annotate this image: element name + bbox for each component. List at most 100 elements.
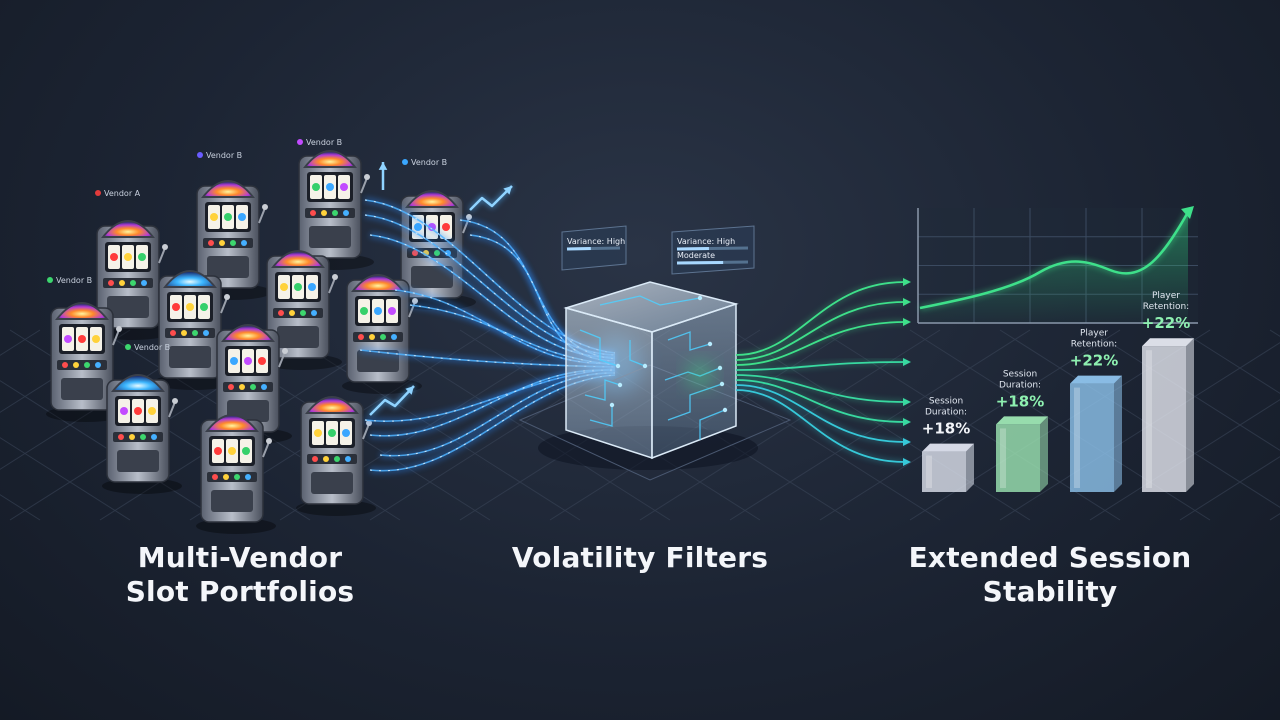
bar-front-face: [1070, 383, 1114, 492]
button-panel: [113, 432, 163, 442]
output-flow-glow: [735, 280, 906, 357]
circuit-trace: [589, 405, 613, 427]
machine-button: [241, 240, 247, 246]
trend-arrow-vertical-head: [378, 162, 388, 170]
machine-topper-light: [355, 276, 401, 290]
circuit-trace: [579, 329, 619, 367]
machine-button: [230, 240, 236, 246]
panel-label: Variance: High: [567, 237, 625, 246]
caption-middle: Volatility Filters: [511, 541, 769, 574]
output-flow-line: [735, 361, 906, 371]
trend-arrow-up-head: [405, 386, 414, 395]
volatility-filter-cube: [518, 281, 792, 481]
machine-button: [62, 362, 68, 368]
circuit-trace: [629, 340, 646, 367]
reel-symbol: [314, 429, 322, 437]
machine-button: [203, 330, 209, 336]
button-panel: [165, 328, 215, 338]
button-panel: [103, 278, 153, 288]
lever-knob: [262, 204, 268, 210]
vendor-dot: [47, 277, 53, 283]
bar-value-label: +22%: [1070, 352, 1118, 370]
machine-button: [334, 456, 340, 462]
reel-symbol: [242, 447, 250, 455]
machine-topper-light: [205, 182, 251, 196]
vendor-label: Vendor B: [134, 343, 170, 352]
machine-button: [323, 456, 329, 462]
bar-front-face: [1142, 346, 1186, 492]
machine-lever: [328, 277, 336, 294]
caption-right-line-2: Stability: [982, 575, 1118, 608]
bar-side-face: [1114, 375, 1122, 492]
reel-symbol: [64, 335, 72, 343]
panel-label: Moderate: [677, 251, 715, 260]
machine-topper-light: [209, 416, 255, 430]
circuit-trace: [667, 383, 723, 421]
reel-symbol: [442, 223, 450, 231]
machine-button: [118, 434, 124, 440]
flow-particles: [359, 349, 616, 368]
machine-topper-light: [59, 304, 105, 318]
vendor-label: Vendor B: [206, 151, 242, 160]
output-flow-arrowhead: [903, 358, 911, 366]
output-flow-arrowhead: [903, 318, 911, 326]
reel-symbol: [138, 253, 146, 261]
vendor-dot: [125, 344, 131, 350]
machine-button: [228, 384, 234, 390]
lever-knob: [116, 326, 122, 332]
grid-line: [0, 380, 221, 521]
grid-line: [1179, 456, 1280, 521]
reel-symbol: [280, 283, 288, 291]
machine-button: [219, 240, 225, 246]
slot-machine: [196, 414, 276, 534]
machine-button: [234, 474, 240, 480]
grid-line: [1269, 329, 1280, 337]
machine-button: [300, 310, 306, 316]
lower-panel: [309, 226, 351, 248]
machine-button: [261, 384, 267, 390]
grid-line: [1269, 513, 1280, 521]
reel-symbol: [414, 223, 422, 231]
vendor-label: Vendor B: [411, 158, 447, 167]
button-panel: [203, 238, 253, 248]
machine-button: [151, 434, 157, 440]
slot-machine-cluster: [46, 150, 476, 534]
machine-lever: [168, 401, 176, 418]
reel-symbol: [342, 429, 350, 437]
output-flow-arrowhead: [903, 438, 911, 446]
output-flow-arrowhead: [903, 398, 911, 406]
reel-symbol: [374, 307, 382, 315]
machine-button: [312, 456, 318, 462]
reel-symbol: [186, 303, 194, 311]
bar-value-label: +18%: [922, 420, 970, 438]
vendor-label: Vendor B: [56, 276, 92, 285]
bar-top-face: [996, 416, 1048, 425]
bar-metric-label: Session: [1003, 369, 1037, 379]
bar-metric-label: Player: [1152, 291, 1180, 301]
bar-value-label: +18%: [996, 392, 1044, 410]
machine-button: [129, 434, 135, 440]
lower-panel: [211, 490, 253, 512]
machine-button: [140, 434, 146, 440]
machine-button: [380, 334, 386, 340]
machine-lever: [278, 351, 286, 368]
panel-slider-fill: [676, 247, 709, 251]
slot-machine: [46, 302, 126, 422]
lower-panel: [411, 266, 453, 288]
reel-symbol: [124, 253, 132, 261]
reel-symbol: [172, 303, 180, 311]
panel-slider-fill: [566, 247, 591, 251]
output-flow-line: [735, 321, 906, 366]
reel-symbol: [200, 303, 208, 311]
machine-lever: [262, 441, 270, 458]
chart-trend-arrowhead: [1181, 206, 1194, 219]
bar-front-face: [922, 451, 966, 492]
grid-line: [369, 329, 671, 521]
output-flow-arrowhead: [903, 278, 911, 286]
button-panel: [207, 472, 257, 482]
reel-symbol: [78, 335, 86, 343]
slot-machine: [296, 396, 376, 516]
